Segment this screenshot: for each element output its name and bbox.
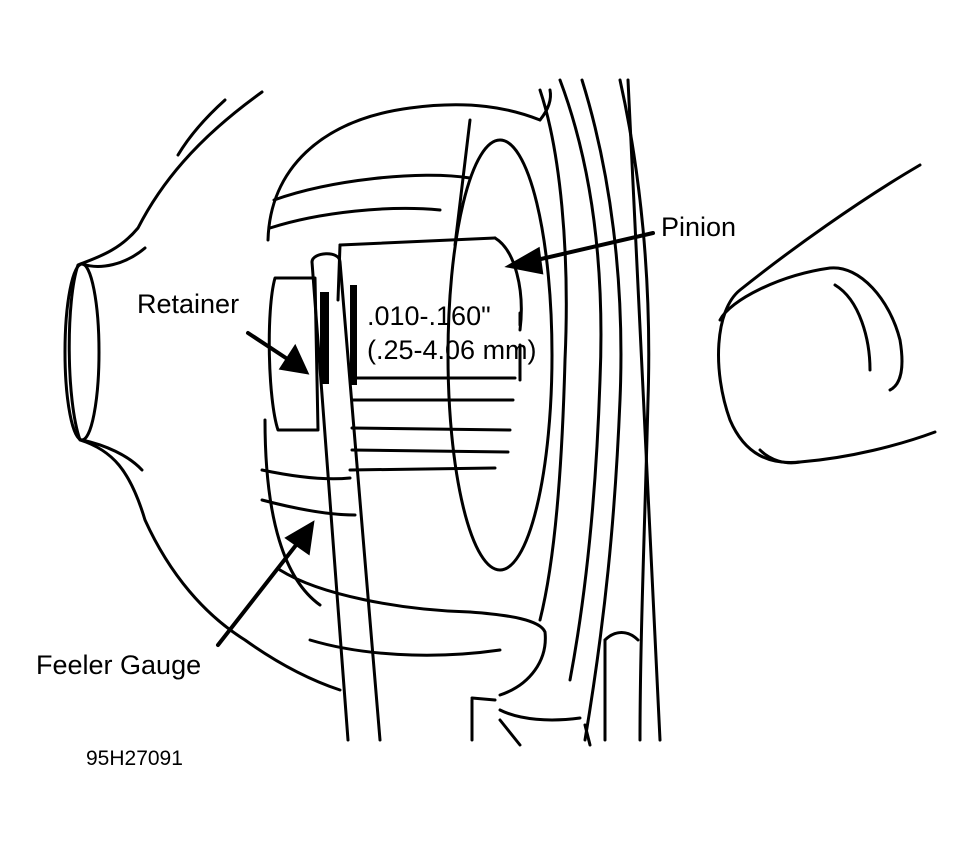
feeler-gauge-arrowhead [284, 520, 315, 556]
pinion-label: Pinion [661, 212, 737, 242]
pinion-leader [526, 231, 655, 264]
feeler-gauge-leader [216, 538, 302, 647]
retainer-arrowhead [278, 343, 310, 375]
ring-gear-edge-1 [538, 88, 568, 622]
clearance-mm-label: (.25-4.06 mm) [367, 335, 537, 365]
case-inner-lip [176, 98, 227, 157]
clearance-mark-left [320, 292, 329, 384]
feeler-gauge-label: Feeler Gauge [36, 650, 202, 680]
pinion-arrowhead [504, 246, 544, 275]
housing-top-curve [266, 103, 542, 242]
feeler-gauge-strip [310, 252, 382, 742]
finger-outline [717, 163, 937, 464]
pinion-gear-face [446, 138, 554, 572]
clearance-inch-label: .010-.160" [367, 301, 491, 331]
figure-code: 95H27091 [86, 747, 183, 770]
retainer-block [267, 276, 320, 432]
retainer-leader [246, 331, 294, 364]
clearance-mark-right [350, 285, 357, 385]
retainer-label: Retainer [137, 289, 240, 319]
case-outline [67, 90, 342, 692]
